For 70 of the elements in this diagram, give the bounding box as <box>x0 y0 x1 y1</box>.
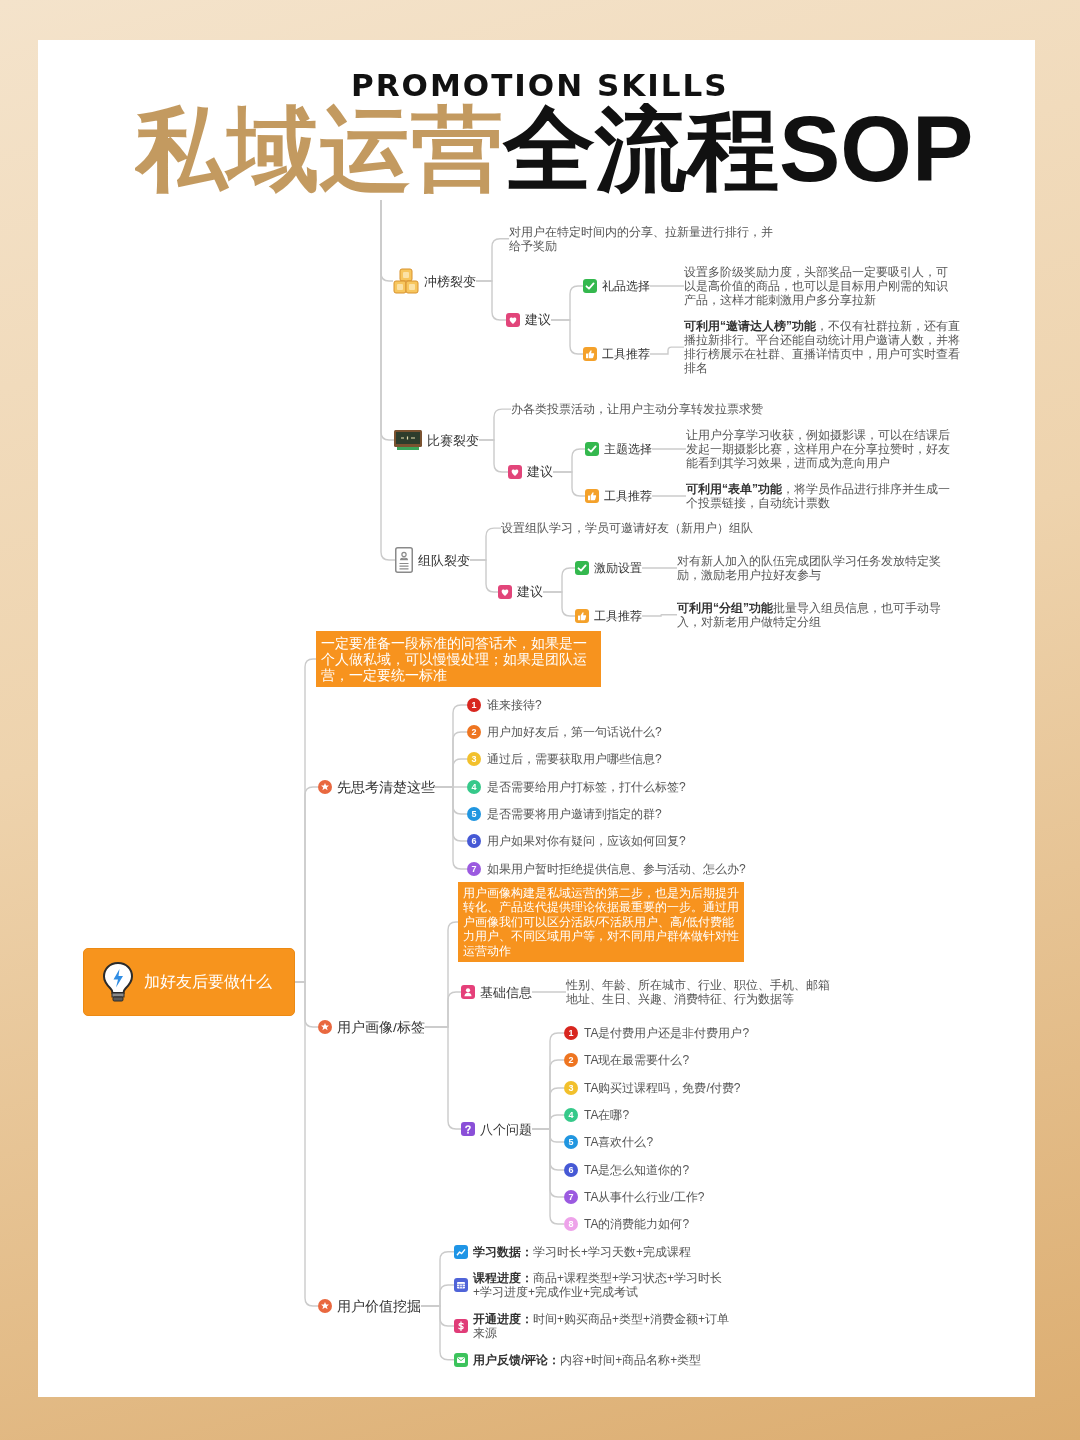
connector-line <box>651 448 687 450</box>
connector-line <box>469 559 499 593</box>
question-text: 如果用户暂时拒绝提供信息、参与活动、怎么办? <box>487 861 746 877</box>
branch-label: 工具推荐 <box>604 487 652 505</box>
connector-line <box>542 591 576 617</box>
connector-line <box>651 495 687 497</box>
detail-text: 用户反馈/评论：内容+时间+商品名称+类型 <box>473 1352 703 1367</box>
question-text: TA从事什么行业/工作? <box>584 1189 705 1205</box>
branch-label: 礼品选择 <box>602 277 650 295</box>
question-text: 用户加好友后，第一句话说什么? <box>487 724 662 740</box>
branch-label: 冲榜裂变 <box>424 272 476 290</box>
description-text: 可利用“分组”功能批量导入组员信息，也可手动导入，对新老用户做特定分组 <box>677 600 951 630</box>
description-text: 可利用“邀请达人榜”功能，不仅有社群拉新，还有直播拉新排行。平台还能自动统计用户邀请人数，并将排行榜展示在社群、直播详情页中，用户可实时查看排名 <box>684 318 962 376</box>
connector-line <box>531 991 567 993</box>
description-text: 对用户在特定时间内的分享、拉新量进行排行，并给予奖励 <box>509 224 781 254</box>
connector-line <box>380 199 396 561</box>
branch-label: 工具推荐 <box>602 345 650 363</box>
question-text: TA是怎么知道你的? <box>584 1162 690 1178</box>
question-text: TA的消费能力如何? <box>584 1216 690 1232</box>
question-text: TA现在最需要什么? <box>584 1052 690 1068</box>
branch-label: 比赛裂变 <box>427 431 479 449</box>
branch-label: 建议 <box>527 463 553 481</box>
description-text: 性别、年龄、所在城市、行业、职位、手机、邮箱地址、生日、兴趣、消费特征、行为数据等 <box>566 977 838 1007</box>
question-text: 用户如果对你有疑问，应该如何回复? <box>487 833 686 849</box>
branch-label: 用户画像/标签 <box>337 1018 425 1036</box>
note-box: 一定要准备一段标准的问答话术，如果是一个人做私域，可以慢慢处理；如果是团队运营，一定要统一标准 <box>316 631 601 687</box>
connector-line <box>641 567 678 569</box>
connector-line <box>550 319 584 355</box>
branch-label: 建议 <box>525 311 551 329</box>
connector-line <box>294 981 319 1307</box>
connector-line <box>649 285 685 287</box>
connector-line <box>641 614 678 617</box>
note-box: 用户画像构建是私域运营的第二步，也是为后期提升转化、产品迭代提供理论依据最重要的一步。通过用户画像我们可以区分活跃/不活跃用户、高/低付费能力用户、不同区域用户等，对不同用户群体做针对性运营动作 <box>458 882 744 963</box>
branch-label: 激励设置 <box>594 559 642 577</box>
branch-label: 用户价值挖掘 <box>337 1297 421 1315</box>
detail-text: 开通进度：时间+购买商品+类型+消费金额+订单来源 <box>473 1311 731 1341</box>
connector-line <box>424 1026 462 1130</box>
question-text: TA喜欢什么? <box>584 1134 654 1150</box>
connector-line <box>552 471 586 497</box>
question-text: TA购买过课程吗，免费/付费? <box>584 1080 741 1096</box>
connector-line <box>475 280 507 321</box>
branch-label: 八个问题 <box>480 1120 532 1138</box>
question-text: TA在哪? <box>584 1107 630 1123</box>
question-text: 是否需要将用户邀请到指定的群? <box>487 806 662 822</box>
detail-text: 课程进度：商品+课程类型+学习状态+学习时长+学习进度+完成作业+完成考试 <box>473 1270 724 1300</box>
branch-label: 工具推荐 <box>594 607 642 625</box>
root-label: 加好友后要做什么 <box>144 971 272 992</box>
description-text: 办各类投票活动，让用户主动分享转发拉票求赞 <box>511 402 791 417</box>
connector-line <box>478 439 509 473</box>
branch-label: 建议 <box>517 583 543 601</box>
description-text: 对有新人加入的队伍完成团队学习任务发放特定奖励，激励老用户拉好友参与 <box>677 553 951 583</box>
description-text: 设置组队学习，学员可邀请好友（新用户）组队 <box>501 521 781 536</box>
question-text: 通过后，需要获取用户哪些信息? <box>487 751 662 767</box>
question-text: 是否需要给用户打标签，打什么标签? <box>487 779 686 795</box>
subtitle: PROMOTION SKILLS <box>351 70 729 101</box>
detail-text: 学习数据：学习时长+学习天数+完成课程 <box>473 1244 692 1259</box>
connector-line <box>434 786 468 870</box>
question-text: TA是付费用户还是非付费用户? <box>584 1025 750 1041</box>
description-text: 让用户分享学习收获，例如摄影课，可以在结课后发起一期摄影比赛，这样用户在分享拉赞时，好友能看到其学习效果，进而成为意向用户 <box>686 427 960 471</box>
branch-label: 基础信息 <box>480 983 532 1001</box>
connector-line <box>531 1128 565 1225</box>
description-text: 设置多阶级奖励力度，头部奖品一定要吸引人，可以是高价值的商品，也可以是目标用户刚需的知识产品，这样才能刺激用户多分享拉新 <box>684 264 958 308</box>
connector-line <box>649 346 685 355</box>
description-text: 可利用“表单”功能，将学员作品进行排序并生成一个投票链接，自动统计票数 <box>686 481 954 511</box>
branch-label: 先思考清楚这些 <box>337 778 435 796</box>
connector-line <box>420 1305 455 1361</box>
branch-label: 组队裂变 <box>418 551 470 569</box>
question-text: 谁来接待? <box>487 697 542 713</box>
root-box <box>83 948 295 1016</box>
branch-label: 主题选择 <box>604 440 652 458</box>
